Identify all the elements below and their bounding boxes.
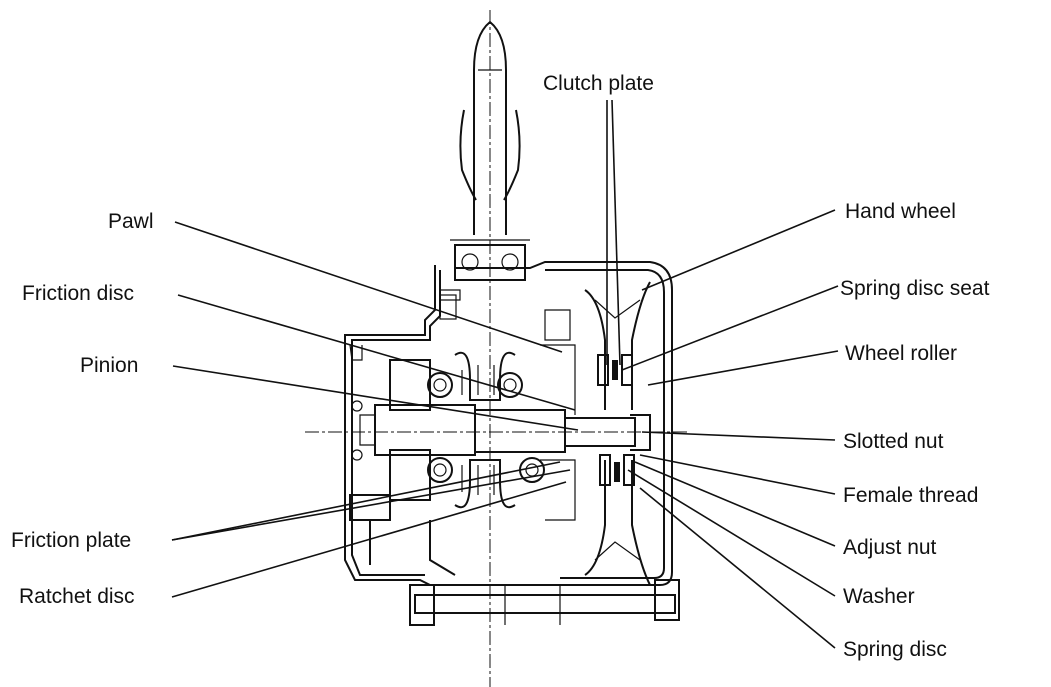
label-pawl: Pawl: [108, 210, 154, 233]
label-hand-wheel: Hand wheel: [845, 200, 956, 223]
leader-pawl: [174, 221, 563, 353]
label-spring-disc-seat: Spring disc seat: [840, 277, 990, 300]
leader-hand-wheel: [641, 209, 836, 291]
hoist-housing: [344, 261, 673, 586]
label-ratchet-disc: Ratchet disc: [19, 585, 135, 608]
leader-female-thread: [639, 454, 836, 495]
label-pinion: Pinion: [80, 354, 138, 377]
leader-spring-disc-seat: [621, 285, 839, 371]
leader-adjust-nut: [634, 461, 836, 547]
label-slotted-nut: Slotted nut: [843, 430, 944, 453]
leader-friction-plate-a: [171, 461, 561, 541]
vertical-center-line: [305, 10, 690, 687]
label-spring-disc: Spring disc: [843, 638, 947, 661]
label-friction-plate: Friction plate: [11, 529, 131, 552]
leader-wheel-roller: [647, 350, 839, 386]
label-wheel-roller: Wheel roller: [845, 342, 957, 365]
leader-spring-disc: [639, 487, 836, 649]
gear-train: [349, 309, 636, 576]
leader-slotted-nut: [641, 431, 836, 441]
label-adjust-nut: Adjust nut: [843, 536, 937, 559]
leader-friction-plate-b: [171, 469, 571, 541]
label-female-thread: Female thread: [843, 484, 978, 507]
leader-lines: [171, 99, 839, 649]
bottom-rod: [409, 579, 680, 626]
label-washer: Washer: [843, 585, 915, 608]
label-friction-disc: Friction disc: [22, 282, 134, 305]
leader-pinion: [172, 365, 579, 431]
part-labels: Clutch plate Pawl Friction disc Pinion F…: [11, 72, 990, 661]
label-clutch-plate: Clutch plate: [543, 72, 654, 95]
leader-friction-disc: [177, 294, 576, 411]
leader-clutch-plate-b: [611, 99, 621, 366]
leader-ratchet-disc: [171, 481, 567, 598]
hand-wheel-assembly: [584, 281, 651, 586]
leader-washer: [627, 469, 836, 597]
